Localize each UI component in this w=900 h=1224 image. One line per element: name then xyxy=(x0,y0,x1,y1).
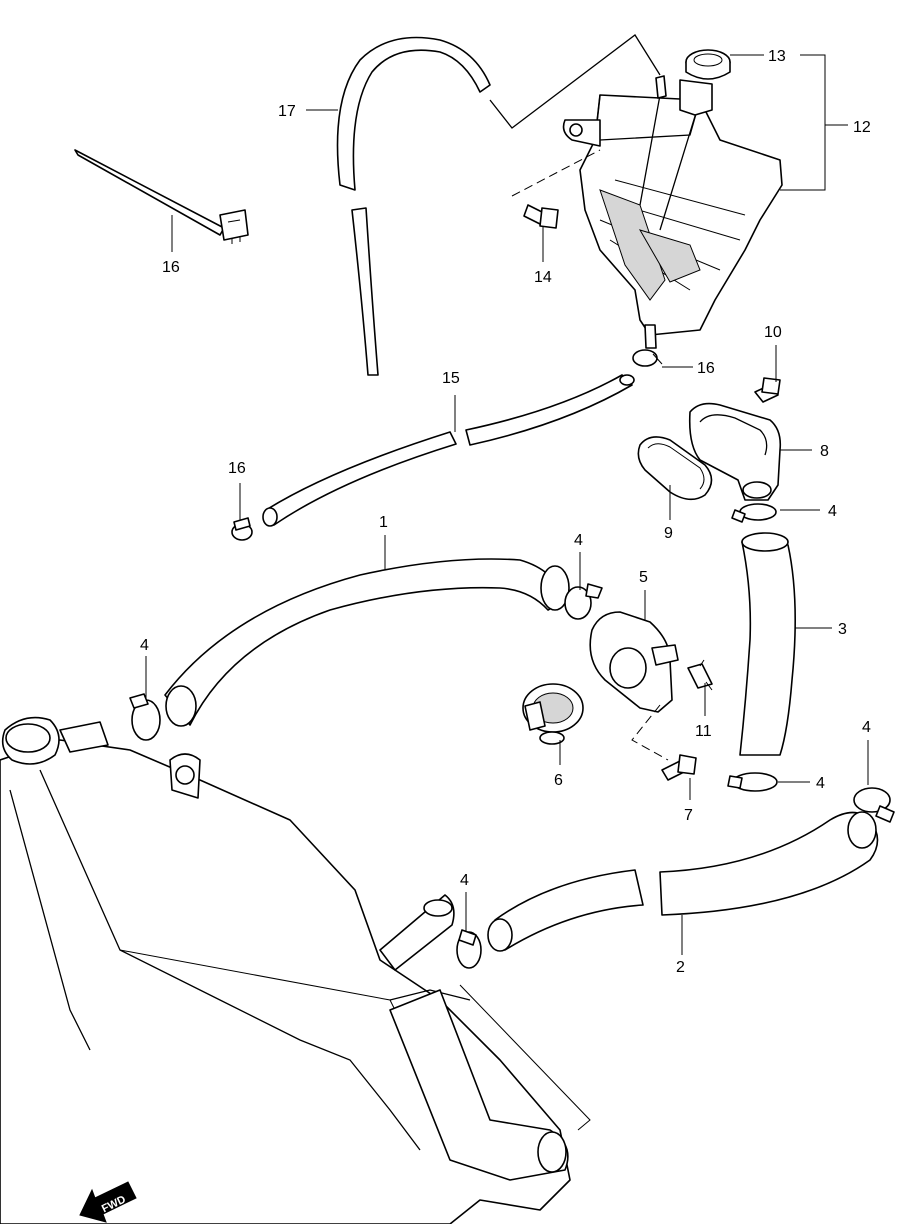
callout-7: 7 xyxy=(684,807,693,824)
leader-lines xyxy=(145,54,869,955)
thermostat-housing xyxy=(589,611,679,713)
thermostat-cover xyxy=(688,402,782,501)
callout-11: 11 xyxy=(695,723,712,740)
callout-9: 9 xyxy=(664,525,673,542)
radiator-outlet-hose xyxy=(487,811,879,952)
callout-15: 15 xyxy=(442,370,460,387)
clamp-hose1-left xyxy=(129,693,161,741)
reservoir-hose xyxy=(262,374,635,527)
housing-bolt xyxy=(661,754,697,781)
clamp-thermostat-outlet xyxy=(731,503,777,523)
callout-4-hose1-left: 4 xyxy=(140,637,149,654)
clamp-hose2-left xyxy=(456,929,482,969)
clamp-hose3-lower xyxy=(727,772,778,792)
reservoir-cap xyxy=(685,49,731,80)
tank-outlet-clamp xyxy=(632,349,663,367)
overflow-hose xyxy=(336,36,491,376)
hose-clamp-small xyxy=(231,517,253,541)
housing-bolt-guide xyxy=(631,704,669,761)
overflow-hose-route-line xyxy=(489,34,661,129)
clamp-hose1-right xyxy=(564,583,603,620)
callout-10: 10 xyxy=(764,324,782,341)
callout-labels: 13 12 17 16 14 16 10 15 16 8 9 4 1 4 5 3… xyxy=(140,48,871,976)
reservoir-bolt xyxy=(523,204,559,229)
callout-4-hose2-right: 4 xyxy=(862,719,871,736)
callout-17: 17 xyxy=(278,103,296,120)
callout-13: 13 xyxy=(768,48,786,65)
radiator-inlet-hose xyxy=(164,558,570,727)
callout-4-hose3-lower: 4 xyxy=(816,775,825,792)
callout-5: 5 xyxy=(639,569,648,586)
callout-2: 2 xyxy=(676,959,685,976)
thermostat-outlet-hose xyxy=(739,532,796,756)
radiator-guide-line xyxy=(459,984,591,1131)
callout-16-cable-tie: 16 xyxy=(162,259,180,276)
clamp-hose2-right xyxy=(853,787,895,823)
temperature-sensor xyxy=(687,659,713,691)
callout-6: 6 xyxy=(554,772,563,789)
callout-3: 3 xyxy=(838,621,847,638)
callout-4-thermostat-outlet: 4 xyxy=(828,503,837,520)
callout-12: 12 xyxy=(853,119,871,136)
callout-8: 8 xyxy=(820,443,829,460)
callout-4-hose2-left: 4 xyxy=(460,872,469,889)
cable-tie xyxy=(74,149,249,244)
thermostat xyxy=(522,683,584,745)
callout-14: 14 xyxy=(534,269,552,286)
callout-16-hose-clamp: 16 xyxy=(228,460,246,477)
radiator xyxy=(0,716,571,1224)
bolt-guide-line xyxy=(511,149,601,197)
o-ring xyxy=(637,436,713,501)
callout-16-tank-outlet: 16 xyxy=(697,360,715,377)
reservoir-tank xyxy=(562,75,783,349)
callout-4-hose1-right: 4 xyxy=(574,532,583,549)
callout-1: 1 xyxy=(379,514,388,531)
